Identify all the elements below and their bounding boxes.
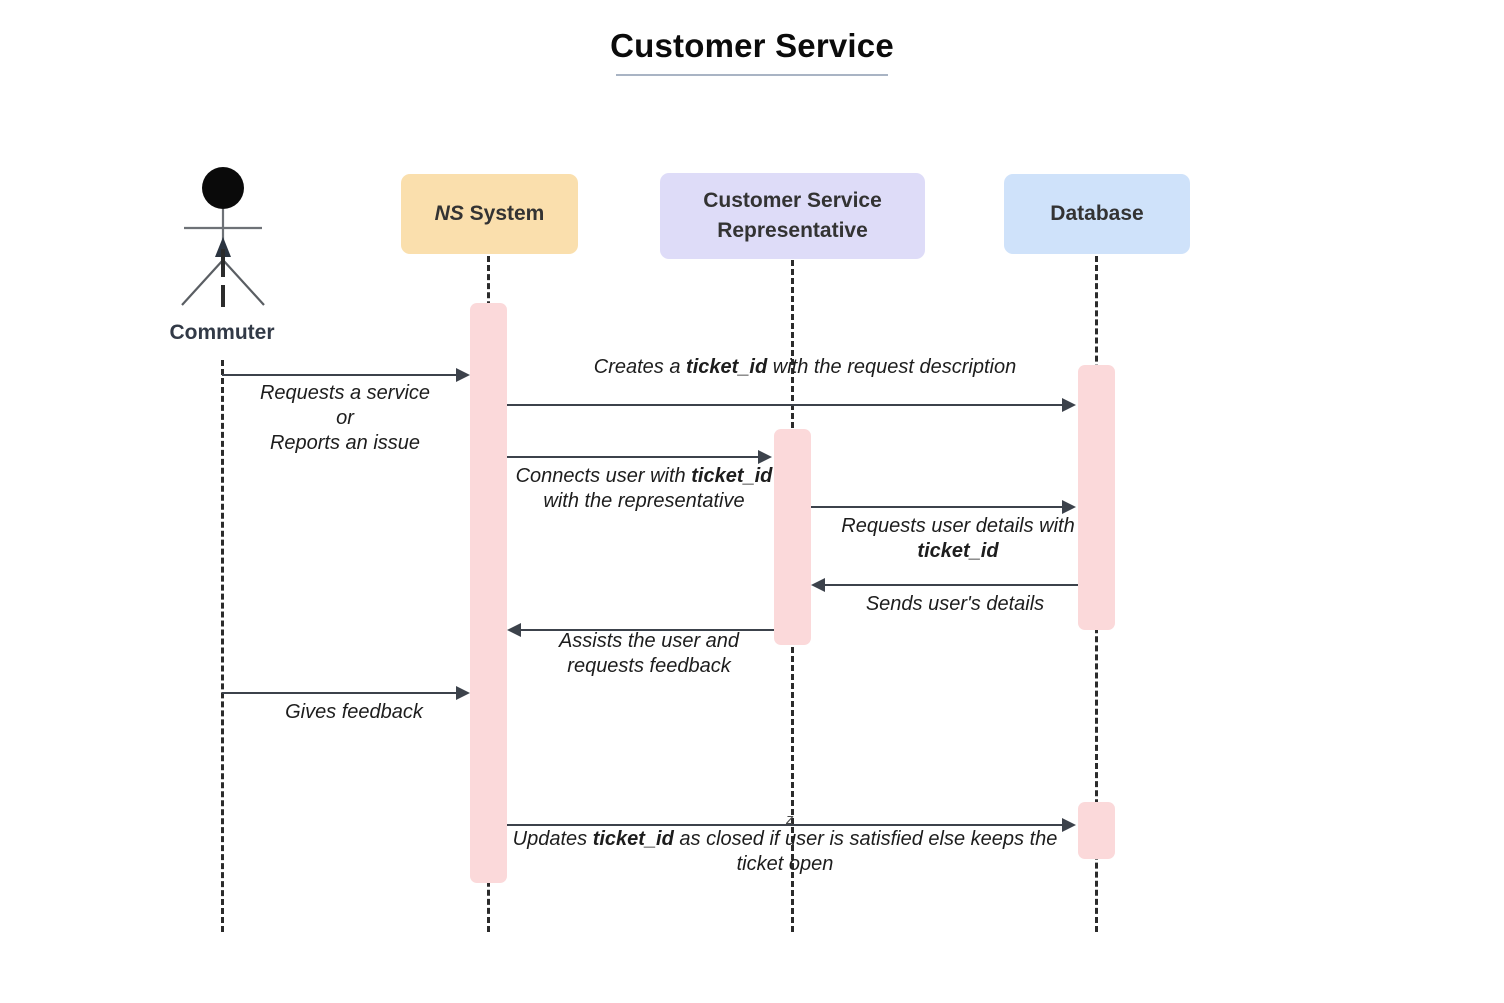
diagram-title-block: Customer Service (0, 26, 1504, 76)
participant-box-ns-system[interactable]: NS System (401, 174, 578, 254)
message-arrowhead-m8 (1062, 818, 1076, 832)
message-label-m7: Gives feedback (285, 701, 423, 723)
message-label-m8-post: as closed if user is satisfied else keep… (673, 828, 1058, 875)
message-label-m4: Requests user details with ticket_id (825, 514, 1091, 564)
message-label-m1-line3: Reports an issue (269, 432, 421, 454)
message-label-m3: Connects user with ticket_id with the re… (503, 464, 785, 514)
participant-label-commuter: Commuter (169, 321, 275, 344)
participant-box-representative[interactable]: Customer Service Representative (660, 173, 925, 259)
message-label-m8: Updates ticket_id as closed if user is s… (500, 827, 1070, 877)
message-line-m2 (507, 404, 1064, 406)
message-label-m3-pre: Connects user with (515, 465, 692, 487)
message-label-m2-pre: Creates a (593, 356, 687, 378)
message-line-m7 (222, 692, 458, 694)
stray-glyph-artifact: z (786, 811, 794, 828)
activation-bar-representative (774, 429, 811, 645)
participant-label-ns-system-rest: System (463, 202, 545, 225)
message-line-m8 (507, 824, 1064, 826)
page-title: Customer Service (610, 27, 894, 64)
message-label-m1-line1: Requests a service (259, 382, 431, 404)
message-arrowhead-m1 (456, 368, 470, 382)
message-label-m3-post: with the representative (543, 490, 745, 512)
participant-label-representative-line1: Customer Service (703, 189, 882, 212)
activation-bar-database-2 (1078, 802, 1115, 859)
message-line-m6 (521, 629, 774, 631)
activation-bar-database-1 (1078, 365, 1115, 630)
message-label-m6-line1: Assists the user and (558, 630, 740, 652)
message-label-m3-bold: ticket_id (691, 465, 773, 487)
message-line-m1 (222, 374, 458, 376)
lifeline-commuter (221, 360, 224, 932)
message-line-m4 (811, 506, 1064, 508)
message-label-m2-post: with the request description (767, 356, 1017, 378)
message-label-m1: Requests a service or Reports an issue (225, 381, 465, 456)
message-arrowhead-m3 (758, 450, 772, 464)
message-label-m4-bold: ticket_id (917, 540, 999, 562)
message-line-m3 (507, 456, 760, 458)
participant-label-representative: Customer Service Representative (703, 186, 882, 246)
message-label-m4-pre: Requests user details with (841, 515, 1075, 537)
message-arrowhead-m2 (1062, 398, 1076, 412)
message-arrowhead-m4 (1062, 500, 1076, 514)
message-label-m6-line2: requests feedback (567, 655, 731, 677)
actor-stick-figure-icon (181, 167, 265, 307)
message-label-m6: Assists the user and requests feedback (518, 629, 780, 679)
message-label-m1-line2: or (336, 407, 354, 429)
message-label-m8-bold: ticket_id (592, 828, 674, 850)
message-line-m5 (825, 584, 1078, 586)
participant-label-database: Database (1050, 202, 1144, 225)
message-label-m2: Creates a ticket_id with the request des… (565, 355, 1045, 380)
message-label-m8-pre: Updates (512, 828, 593, 850)
message-label-m5: Sends user's details (865, 593, 1045, 615)
participant-label-ns-system: NS System (435, 199, 545, 229)
participant-label-representative-line2: Representative (717, 219, 868, 242)
title-underline (616, 74, 888, 76)
participant-box-database[interactable]: Database (1004, 174, 1190, 254)
message-arrowhead-m7 (456, 686, 470, 700)
activation-bar-ns-system (470, 303, 507, 883)
message-arrowhead-m5 (811, 578, 825, 592)
message-arrowhead-m6 (507, 623, 521, 637)
message-label-m2-bold: ticket_id (686, 356, 768, 378)
participant-label-ns-system-emphasis: NS (434, 202, 464, 225)
